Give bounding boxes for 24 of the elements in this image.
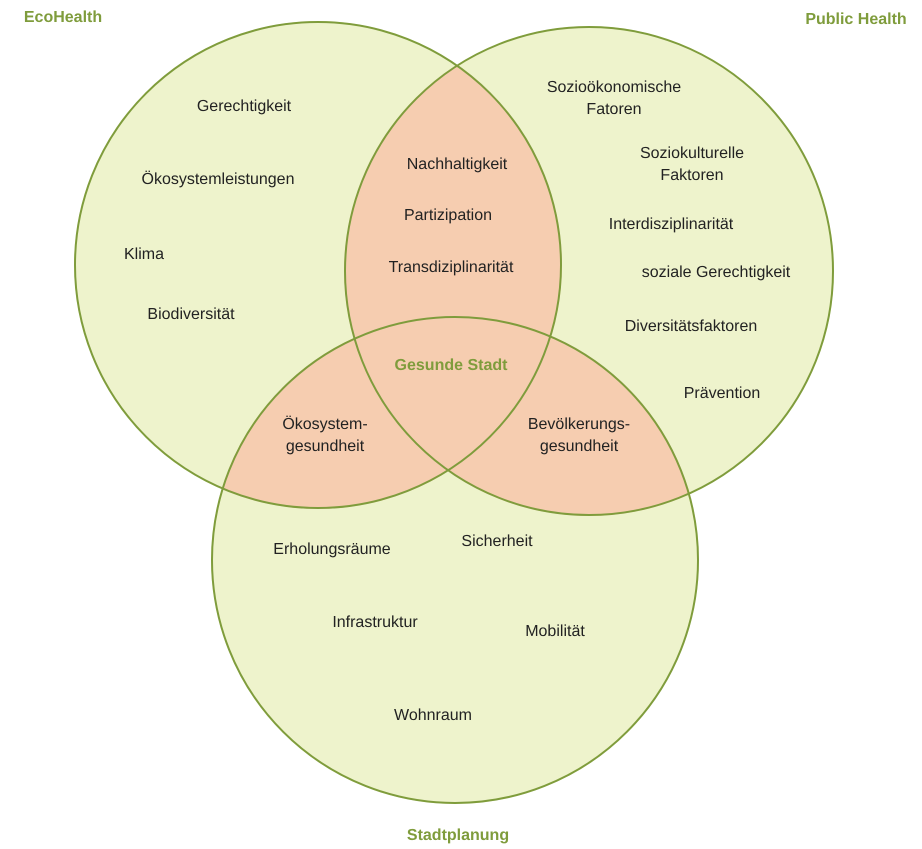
region-label: Bevölkerungs-gesundheit: [526, 415, 632, 457]
region-label: Biodiversität: [146, 305, 236, 326]
circle-heading: Stadtplanung: [406, 827, 510, 845]
region-label: Prävention: [682, 384, 762, 404]
circle-heading: EcoHealth: [24, 9, 102, 27]
region-label: Wohnraum: [393, 706, 473, 726]
region-label: Diversitätsfaktoren: [624, 317, 758, 338]
region-label: Gerechtigkeit: [196, 97, 292, 118]
region-label: Interdisziplinarität: [608, 215, 734, 236]
region-label: Sicherheit: [460, 532, 534, 552]
region-label: Ökosystemleistungen: [140, 170, 296, 190]
region-label: Transdiziplinarität: [388, 258, 514, 278]
region-label: Sozioökonomische Fatoren: [546, 78, 682, 120]
region-label: Mobilität: [524, 622, 586, 642]
region-label: Klima: [122, 245, 165, 266]
region-label: Partizipation: [402, 206, 494, 226]
region-label: Infrastruktur: [331, 613, 419, 634]
region-label: Nachhaltigkeit: [406, 155, 508, 176]
region-label: Erholungsräume: [272, 540, 392, 560]
center-label: Gesunde Stadt: [394, 356, 508, 376]
circle-heading: Public Health: [805, 11, 907, 29]
region-label: soziale Gerechtigkeit: [640, 263, 792, 284]
region-label: Soziokulturelle Faktoren: [638, 144, 746, 186]
region-label: Ökosystem-gesundheit: [281, 414, 369, 457]
